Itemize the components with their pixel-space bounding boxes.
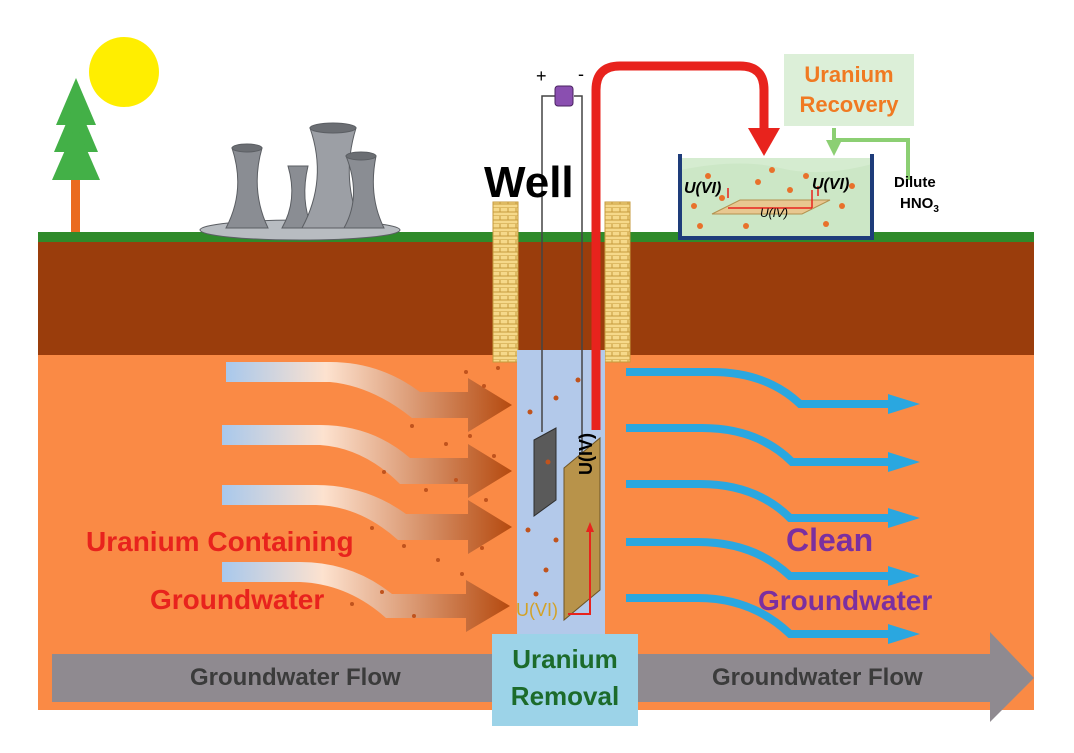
u-iv-well-label: U(IV) (576, 433, 596, 475)
uranium-removal-line2: Removal (510, 681, 620, 711)
cooling-tower-icon (199, 122, 401, 241)
u-vi-well-label: U(VI) (516, 600, 558, 620)
plus-terminal-label: + (536, 66, 547, 86)
tank-particles (691, 167, 855, 229)
power-supply-icon (554, 85, 574, 107)
dilute-label: Dilute (894, 174, 936, 191)
grass-strip (38, 232, 1034, 242)
electrode-wires (541, 95, 583, 452)
groundwater-flow-left-label: Groundwater Flow (190, 664, 401, 691)
tank-electrode (711, 199, 831, 215)
clean-arrowheads (888, 394, 920, 644)
anode-plate (533, 427, 557, 517)
groundwater-right-label: Groundwater (758, 585, 933, 616)
hno3-label: HNO3 (900, 195, 939, 215)
reduction-arrow (568, 530, 591, 615)
uranium-recovery-box (784, 54, 914, 126)
contaminated-flow-arrows (222, 362, 512, 632)
groundwater-left-label: Groundwater (150, 584, 325, 615)
uranium-containing-label: Uranium Containing (86, 526, 354, 557)
clean-label: Clean (786, 522, 874, 558)
uranium-removal-line1: Uranium (512, 644, 618, 674)
sun-icon (89, 37, 159, 107)
uranium-recovery-line2: Recovery (799, 92, 899, 117)
recovery-pipe (591, 61, 769, 430)
u-vi-tank-left-label: U(VI) (684, 180, 722, 197)
well-wall-right (604, 201, 631, 363)
well-wall-left (492, 201, 519, 363)
hno3-text: HNO (900, 195, 934, 212)
groundwater-flow-right-label: Groundwater Flow (712, 664, 923, 691)
uranium-removal-box (492, 634, 638, 726)
topsoil-layer (38, 240, 1034, 355)
recovery-pipe-arrowhead (748, 128, 780, 156)
uranium-particles (350, 366, 581, 618)
minus-terminal-label: - (578, 64, 584, 84)
hno3-subscript: 3 (933, 204, 939, 215)
u-vi-tank-right-label: U(VI) (812, 176, 850, 193)
well-label: Well (484, 158, 574, 207)
clean-flow-arrows (626, 368, 890, 638)
uranium-recovery-line1: Uranium (804, 62, 894, 87)
u-iv-tank-label: U(IV) (760, 206, 788, 220)
tree-icon (52, 78, 100, 232)
